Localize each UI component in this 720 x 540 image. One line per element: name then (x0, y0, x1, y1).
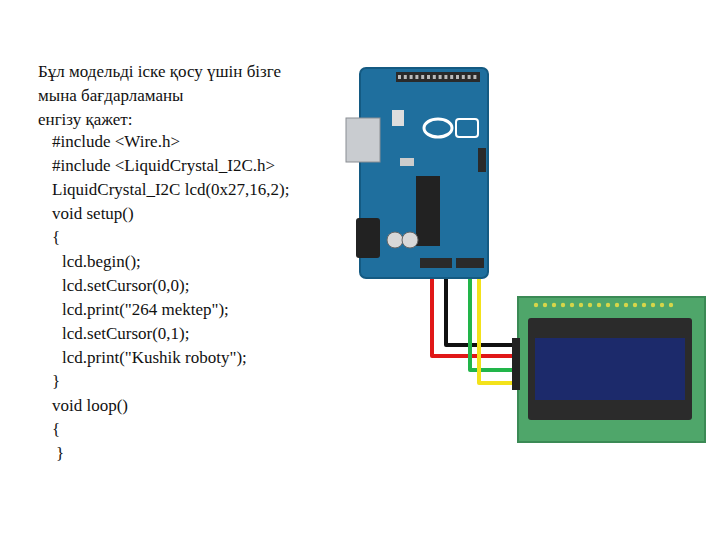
code-line: lcd.setCursor(0,1); (62, 324, 189, 344)
code-line: lcd.print("Kushik roboty"); (62, 348, 247, 368)
code-line: void setup() (52, 204, 134, 224)
code-line: } (56, 444, 64, 464)
instruction-text: енгізу қажет: (38, 110, 132, 130)
instruction-text: мына бағдарламаны (38, 86, 183, 106)
code-line: { (52, 228, 60, 248)
code-line: } (52, 372, 60, 392)
instruction-text: Бұл модельді іске қосу үшін бізге (38, 62, 281, 82)
code-line: { (52, 420, 60, 440)
code-line: LiquidCrystal_I2C lcd(0x27,16,2); (52, 180, 290, 200)
code-line: lcd.begin(); (62, 252, 141, 272)
code-line: lcd.print("264 mektep"); (62, 300, 229, 320)
code-line: #include <LiquidCrystal_I2C.h> (52, 156, 275, 176)
code-line: void loop() (52, 396, 128, 416)
code-line: #include <Wire.h> (52, 132, 180, 152)
code-line: lcd.setCursor(0,0); (62, 276, 189, 296)
